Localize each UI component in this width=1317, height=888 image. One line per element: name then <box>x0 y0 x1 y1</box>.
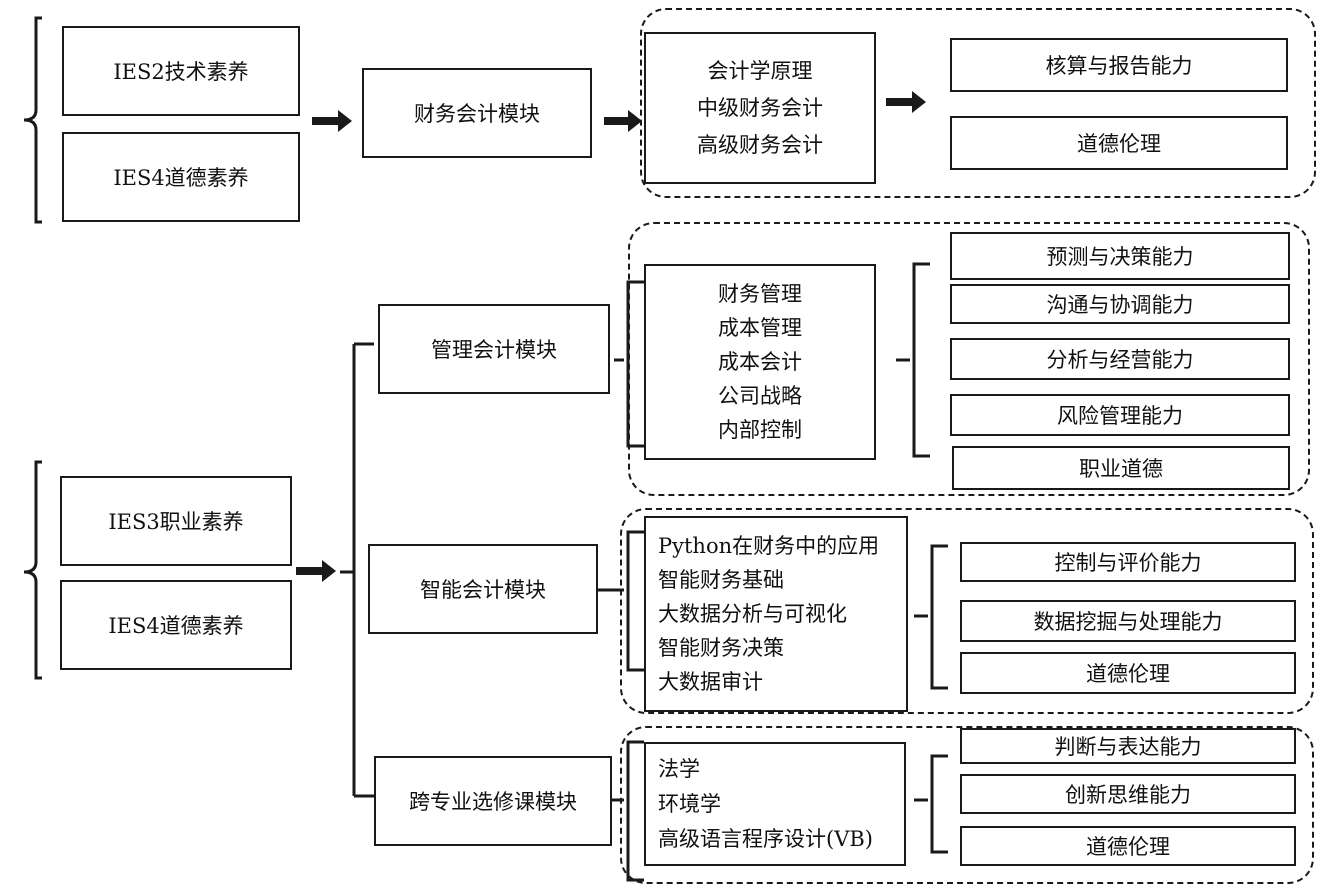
course-item: 公司战略 <box>718 383 802 408</box>
course-item: 成本管理 <box>718 315 802 340</box>
arrow-icon <box>312 110 352 132</box>
ability-box: 道德伦理 <box>950 116 1288 170</box>
ability-box: 道德伦理 <box>960 652 1296 694</box>
arrow-icon <box>886 91 926 113</box>
course-item: 会计学原理 <box>707 58 813 83</box>
cross-module-box: 跨专业选修课模块 <box>374 756 612 846</box>
course-item: 法学 <box>658 756 700 781</box>
source-ies3-box: IES3职业素养 <box>60 476 292 566</box>
smart-course-list: Python在财务中的应用 智能财务基础 大数据分析与可视化 智能财务决策 大数… <box>644 516 908 712</box>
arrow-icon <box>296 560 336 582</box>
cross-ability-bracket <box>914 754 948 854</box>
mgmt-course-group <box>628 222 1310 496</box>
mgmt-module-box: 管理会计模块 <box>378 304 610 394</box>
ability-box: 道德伦理 <box>960 826 1296 866</box>
course-item: 环境学 <box>658 791 721 816</box>
course-item: 智能财务基础 <box>658 567 784 592</box>
course-item: 成本会计 <box>718 349 802 374</box>
mgmt-ability-bracket <box>896 262 930 458</box>
ability-box: 核算与报告能力 <box>950 38 1288 92</box>
smart-course-group <box>620 508 1314 714</box>
ability-box: 数据挖掘与处理能力 <box>960 600 1296 642</box>
financial-course-list: 会计学原理 中级财务会计 高级财务会计 <box>644 32 876 184</box>
top-sources-brace <box>23 16 42 224</box>
course-item: 高级语言程序设计(VB) <box>658 826 873 851</box>
mgmt-course-list: 财务管理 成本管理 成本会计 公司战略 内部控制 <box>644 264 876 460</box>
ability-box: 预测与决策能力 <box>950 232 1290 280</box>
source-ies2-box: IES2技术素养 <box>62 26 300 116</box>
cross-course-group <box>620 726 1314 884</box>
course-item: 内部控制 <box>718 417 802 442</box>
course-item: 中级财务会计 <box>697 95 823 120</box>
bottom-sources-brace <box>23 460 42 680</box>
smart-ability-bracket <box>914 544 948 690</box>
course-item: 智能财务决策 <box>658 635 784 660</box>
source-ies4-box: IES4道德素养 <box>62 132 300 222</box>
ability-box: 沟通与协调能力 <box>950 284 1290 324</box>
source-ies4-box: IES4道德素养 <box>60 580 292 670</box>
course-item: 高级财务会计 <box>697 132 823 157</box>
smart-module-box: 智能会计模块 <box>368 544 598 634</box>
financial-module-box: 财务会计模块 <box>362 68 592 158</box>
course-item: 大数据分析与可视化 <box>658 601 847 626</box>
course-item: 大数据审计 <box>658 669 763 694</box>
ability-box: 创新思维能力 <box>960 774 1296 814</box>
ability-box: 风险管理能力 <box>950 394 1290 436</box>
ability-box: 分析与经营能力 <box>950 338 1290 380</box>
ability-box: 判断与表达能力 <box>960 728 1296 764</box>
course-item: Python在财务中的应用 <box>658 533 880 558</box>
cross-course-list: 法学 环境学 高级语言程序设计(VB) <box>644 742 906 866</box>
course-item: 财务管理 <box>718 281 802 306</box>
top-course-group <box>640 8 1316 198</box>
module-trunk-line <box>340 342 374 798</box>
ability-box: 职业道德 <box>952 446 1290 490</box>
arrow-icon <box>604 110 642 132</box>
ability-box: 控制与评价能力 <box>960 542 1296 582</box>
